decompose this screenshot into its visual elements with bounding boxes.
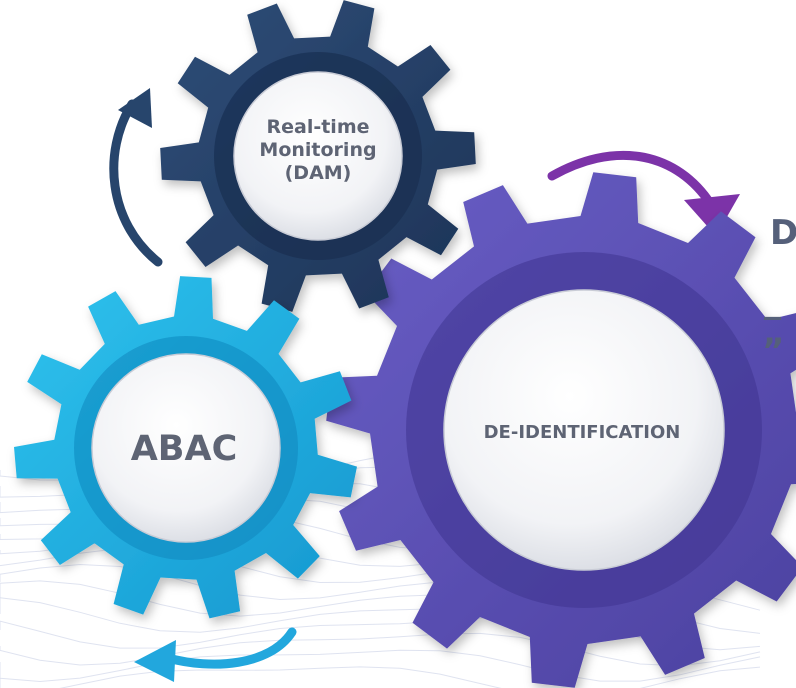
real-time-monitoring-label: Real-time Monitoring (DAM) (226, 116, 410, 184)
label-line: DE-IDENTIFICATION (483, 422, 681, 443)
wave-line (0, 666, 761, 688)
abac-label: ABAC (106, 428, 262, 470)
gear-face (443, 289, 725, 571)
purple-arrow (547, 150, 740, 236)
gear-face (91, 353, 281, 543)
wave-line (0, 649, 761, 683)
real-time-monitoring-gear (160, 0, 476, 312)
partial-text-underscore: _ (764, 281, 781, 321)
wave-line (0, 632, 761, 667)
label-line: Real-time (266, 116, 370, 138)
cyan-arrow (134, 627, 297, 682)
abac-gear (14, 276, 357, 619)
gear-face (233, 71, 403, 241)
partial-text-quote: ” (762, 331, 785, 371)
navy-arrow (109, 88, 163, 267)
label-line: Monitoring (259, 138, 377, 161)
label-line: ABAC (130, 429, 238, 469)
partial-text-d: D (770, 213, 796, 253)
label-line: (DAM) (284, 161, 352, 184)
de-identification-gear (326, 172, 796, 688)
de-identification-label: DE-IDENTIFICATION (440, 422, 724, 444)
